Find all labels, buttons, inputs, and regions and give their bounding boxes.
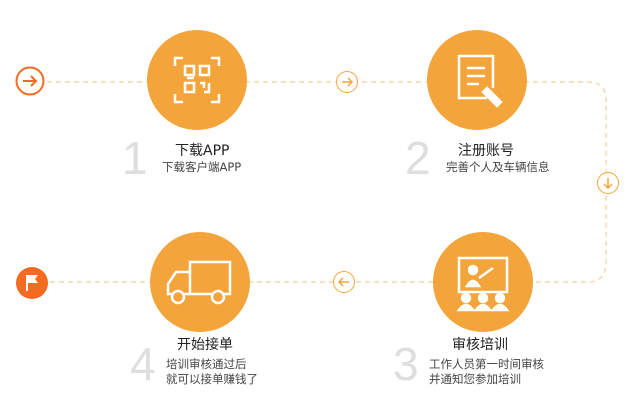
training-icon [433,232,533,332]
step-number: 3 [393,338,419,390]
qr-code-icon [147,30,247,130]
desc-line: 并通知您参加培训 [429,372,521,386]
step-number: 2 [405,132,431,184]
step-title: 注册账号 [458,143,514,159]
step-desc: 工作人员第一时间审核 并通知您参加培训 [429,357,544,387]
arrow-down-icon [597,172,619,194]
desc-line: 就可以接单赚钱了 [166,372,258,386]
arrow-right-icon [336,71,358,93]
truck-icon [150,232,250,332]
step-title: 审核培训 [452,337,508,353]
step-desc: 完善个人及车辆信息 [446,160,550,174]
step-number: 4 [130,338,156,390]
start-arrow-icon [15,66,45,96]
desc-line: 工作人员第一时间审核 [429,357,544,371]
step-title: 开始接单 [177,337,233,353]
step-title: 下载APP [175,143,230,159]
arrow-left-icon [333,271,355,293]
finish-flag-icon [16,267,48,299]
document-edit-icon [427,30,527,130]
step-desc: 下载客户端APP [162,160,242,174]
step-number: 1 [122,132,148,184]
desc-line: 培训审核通过后 [166,357,247,371]
step-desc: 培训审核通过后 就可以接单赚钱了 [166,357,258,387]
